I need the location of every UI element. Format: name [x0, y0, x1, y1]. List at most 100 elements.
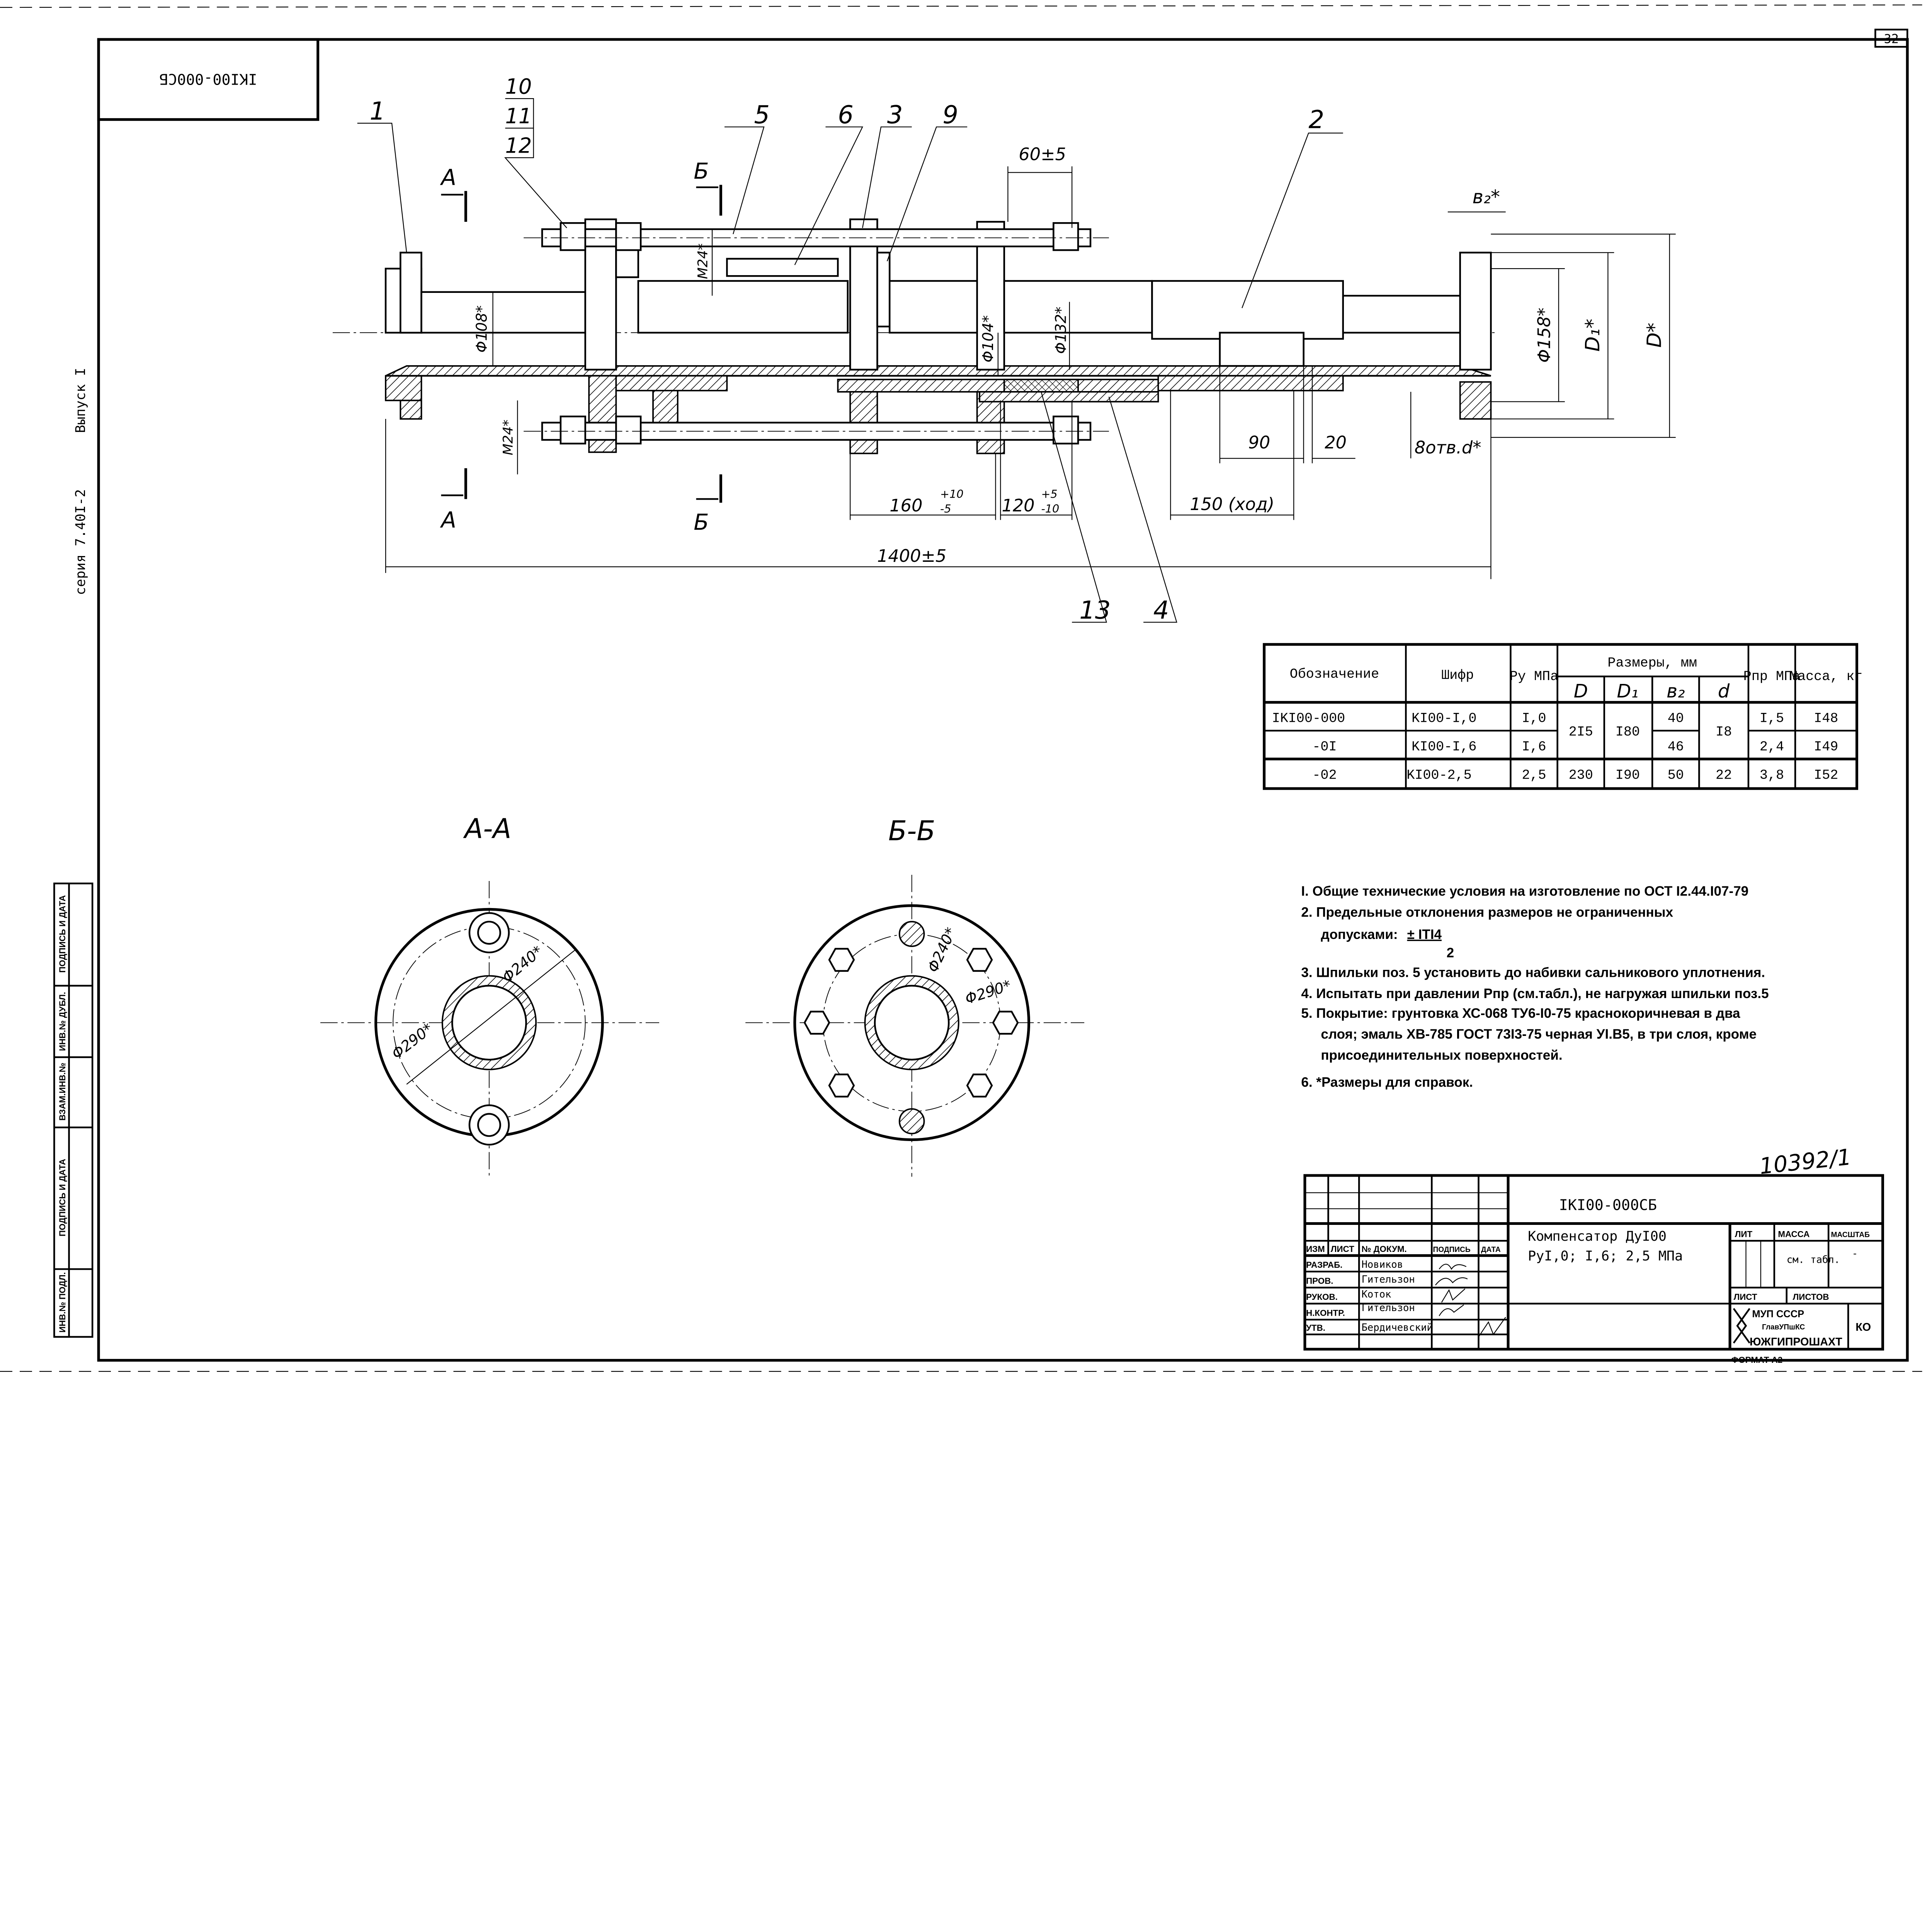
stamp-cell-2: ПОДПИСЬ И ДАТА: [58, 1159, 67, 1236]
dim-phi104: Φ104*: [980, 315, 997, 362]
role-developer: РАЗРАБ.: [1306, 1260, 1342, 1270]
th-mass: Масса, кг: [1789, 669, 1862, 684]
col-header-list: ЛИСТ: [1331, 1244, 1354, 1254]
org-line1: МУП СССР: [1752, 1309, 1804, 1320]
cell-py: I,0: [1522, 711, 1546, 726]
technical-notes: I. Общие технические условия на изготовл…: [1301, 884, 1769, 1090]
section-a-a-phi-inner: Φ240*: [499, 942, 546, 986]
th-designation: Обозначение: [1290, 667, 1379, 682]
position-label-12: 12: [505, 133, 532, 158]
cell-code: KI00-2,5: [1406, 767, 1471, 783]
section-view-a-a: А-А Φ290* Φ240*: [320, 813, 659, 1177]
section-b-b-phi-outer: Φ290*: [963, 977, 1013, 1008]
cell-mass: I48: [1814, 711, 1838, 726]
dim-160-lower: -5: [940, 502, 951, 515]
hex-nuts: [803, 948, 1019, 1098]
role-approver: УТВ.: [1306, 1323, 1325, 1333]
name-checker: Гительзон: [1362, 1274, 1415, 1286]
issue-label: Выпуск I: [73, 368, 88, 433]
cell-code: KI00-I,6: [1412, 739, 1476, 755]
position-label-3: 3: [887, 101, 903, 129]
position-label-4: 4: [1153, 596, 1169, 625]
position-label-11: 11: [505, 104, 532, 128]
note-2: 2. Предельные отклонения размеров не огр…: [1301, 905, 1673, 920]
dim-overall: 1400±5: [877, 546, 946, 566]
cell-D: 2I5: [1569, 724, 1593, 740]
position-labels: 1 10 11 12 5 6 3 9 2 13 4: [357, 74, 1343, 625]
rotated-code: IKI00-000CБ: [159, 70, 257, 87]
mass-label: МАССА: [1778, 1230, 1810, 1239]
dim-160: 160: [889, 495, 922, 515]
dim-phi158: Φ158*: [1534, 308, 1554, 363]
cell-py: I,6: [1522, 739, 1546, 755]
dim-b2: в₂*: [1473, 187, 1500, 208]
name-head: Коток: [1362, 1289, 1391, 1300]
note-2-tolerance: ± IТI4: [1407, 927, 1442, 942]
position-label-13: 13: [1079, 596, 1111, 625]
cell-designation: IKI00-000: [1272, 711, 1345, 726]
cell-mass: I49: [1814, 739, 1838, 755]
lit-label: ЛИТ: [1735, 1230, 1753, 1239]
section-b-b-phi-inner: Φ240*: [924, 925, 960, 975]
format-label: ФОРМАТ А2: [1731, 1355, 1782, 1365]
org-code: КО: [1855, 1321, 1871, 1333]
position-label-5: 5: [754, 101, 770, 129]
title-block: IKI00-000CБ Компенсатор ДуI00 РуI,0; I,6…: [1303, 1174, 1884, 1365]
cell-code: KI00-I,0: [1412, 711, 1476, 726]
role-head: РУКОВ.: [1306, 1292, 1338, 1302]
parameters-table: Обозначение Шифр Ру МПа Размеры, мм D D₁…: [1263, 643, 1862, 790]
dim-90: 90: [1248, 433, 1270, 453]
org-line2: ГлавУПшКС: [1762, 1323, 1805, 1332]
cell-b2: 40: [1668, 711, 1684, 726]
dim-phi108: Φ108*: [473, 305, 491, 352]
cell-designation: -02: [1312, 767, 1337, 783]
sheet-label: ЛИСТ: [1734, 1292, 1757, 1302]
role-norm-control: Н.КОНТР.: [1306, 1308, 1345, 1318]
cell-D: 230: [1569, 767, 1593, 783]
section-a-a-phi-outer: Φ290*: [388, 1020, 436, 1063]
cell-d: 22: [1716, 767, 1732, 783]
cell-d: I8: [1716, 724, 1732, 740]
position-label-9: 9: [942, 101, 958, 129]
th-py: Ру МПа: [1510, 669, 1558, 684]
cell-D1: I90: [1616, 767, 1640, 783]
dim-20: 20: [1325, 433, 1347, 453]
sheets-label: ЛИСТОВ: [1793, 1292, 1829, 1302]
scale-value: -: [1852, 1248, 1858, 1260]
dim-m24-bottom: M24*: [500, 420, 516, 455]
sheet-number: 32: [1884, 32, 1899, 46]
dim-120-lower: -10: [1041, 502, 1060, 515]
series-label: серия 7.40I-2: [73, 489, 88, 595]
section-marks: А А Б Б: [440, 158, 722, 535]
cell-mass: I52: [1814, 767, 1838, 783]
note-5-cont2: присоединительных поверхностей.: [1321, 1048, 1562, 1063]
dim-60: 60±5: [1019, 145, 1066, 165]
section-mark-a-top: А: [440, 164, 456, 190]
note-3: 3. Шпильки поз. 5 установить до набивки …: [1301, 965, 1765, 980]
name-approver: Бердичевский: [1362, 1322, 1433, 1333]
dim-160-upper: +10: [940, 487, 964, 500]
th-ppr: Рпр МПа: [1743, 669, 1800, 684]
scale-label: МАСШТАБ: [1831, 1231, 1870, 1239]
note-5-cont1: слоя; эмаль ХВ-785 ГОСТ 73I3-75 черная У…: [1321, 1027, 1757, 1042]
position-label-2: 2: [1308, 106, 1324, 134]
role-checker: ПРОВ.: [1306, 1276, 1333, 1286]
dim-D1: D₁*: [1582, 319, 1604, 352]
dim-phi132: Φ132*: [1052, 306, 1070, 354]
cell-b2: 50: [1668, 767, 1684, 783]
stamp-cell-3: ВЗАМ.ИНВ.№: [58, 1063, 67, 1121]
col-header-date: ДАТА: [1481, 1246, 1501, 1254]
cell-py: 2,5: [1522, 767, 1546, 783]
th-D1: D₁: [1617, 681, 1638, 702]
title-name-line2: РуI,0; I,6; 2,5 МПа: [1528, 1248, 1683, 1264]
section-mark-a-bottom: А: [440, 507, 456, 533]
archive-number: 10392/1: [1758, 1144, 1852, 1180]
stamp-cell-1: ИНВ.№ ПОДЛ.: [58, 1272, 67, 1332]
dimensions: 1400±5 60±5 160 +10 -5 120 +5 -10 150 (х…: [385, 145, 1676, 579]
th-d: d: [1718, 681, 1730, 702]
name-developer: Новиков: [1362, 1259, 1403, 1270]
col-header-doc: № ДОКУМ.: [1362, 1244, 1407, 1254]
org-line3: ЮЖГИПРОШАХТ: [1750, 1336, 1842, 1348]
note-4: 4. Испытать при давлении Рпр (см.табл.),…: [1301, 986, 1769, 1001]
position-label-10: 10: [505, 74, 532, 99]
